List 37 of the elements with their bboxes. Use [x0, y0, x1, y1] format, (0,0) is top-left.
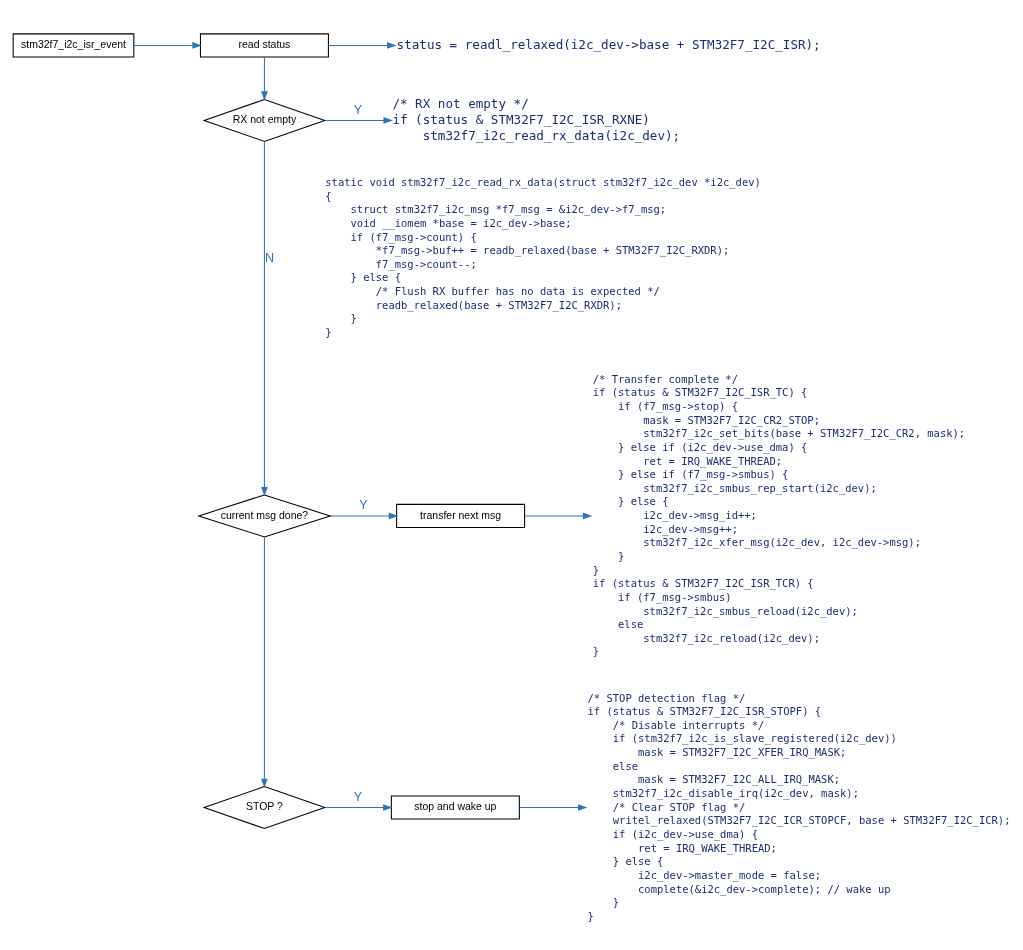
label: readb_relaxed(base + STM32F7_I2C_RXDR);: [375, 298, 622, 311]
node-text: /* Transfer complete */ if (status & STM32F7_I2C_ISR_TC) { if (f7_msg->stop) { mask = STM32F7_I2C_CR2_STOP; stm32f7_i2c_set_bits(base + STM32F7_I2C_CR2, mask); } else if (i2c_dev->use_dma) { ret = IRQ_WAKE_THREAD; } else if (f7_msg->smbus) { stm32f7_i2c_smbus_rep_start(i2c_dev); } else { i2c_dev->msg_id++; i2c_dev->msg++; stm32f7_i2c_xfer_msg(i2c_dev, i2c_dev->msg); } } if (status & STM32F7_I2C_ISR_TCR) { if (f7_msg->smbus) stm32f7_i2c_smbus_reload(i2c_dev); else stm32f7_i2c_reload(i2c_dev); }: [592, 372, 965, 658]
label: *f7_msg->buf++ = readb_relaxed(base + STM32F7_I2C_RXDR);: [375, 244, 729, 257]
node-text: /* RX not empty */ if (status & STM32F7_I2C_ISR_RXNE) stm32f7_i2c_read_rx_data(i2c_dev);: [391, 96, 680, 143]
label: }: [324, 326, 332, 339]
label: if (f7_msg->count) {: [350, 230, 477, 243]
edge-label: Y: [353, 789, 362, 804]
arrow: [132, 42, 202, 49]
label: }: [350, 312, 357, 325]
node-diamond: current msg done?: [196, 494, 332, 538]
edge-label: Y: [358, 498, 368, 513]
label: struct stm32f7_i2c_msg *f7_msg = &i2c_dev->f7_msg;: [350, 203, 666, 216]
node-diamond: STOP ?: [202, 786, 326, 830]
label: void __iomem *base = i2c_dev->base;: [350, 216, 571, 229]
arrow: [260, 536, 268, 789]
label: f7_msg->count--;: [375, 257, 477, 270]
node-box: stop and wake up: [390, 795, 520, 820]
arrow: [329, 512, 398, 520]
arrow: [260, 141, 268, 497]
edge-label: N: [264, 250, 274, 265]
node-box: stm32f7_i2c_isr_event: [12, 33, 134, 58]
node-text: status = readl_relaxed(i2c_dev->base + STM32F7_I2C_ISR);: [396, 37, 821, 53]
label: {: [324, 189, 332, 202]
label: } else {: [350, 271, 401, 284]
arrow: [327, 42, 396, 49]
arrow: [323, 804, 393, 811]
arrow: [260, 56, 268, 101]
label: static void stm32f7_i2c_read_rx_data(struct stm32f7_i2c_dev *i2c_dev): [324, 176, 761, 188]
node-box: transfer next msg: [395, 503, 525, 528]
label: /* Flush RX buffer has no data is expected */: [375, 285, 660, 298]
node-diamond: RX not empty: [202, 98, 326, 142]
arrow: [323, 117, 393, 124]
node-box: read status: [199, 33, 329, 58]
arrow: [523, 512, 592, 520]
node-text: /* STOP detection flag */ if (status & STM32F7_I2C_ISR_STOPF) { /* Disable interrupts */ if (stm32f7_i2c_is_slave_registered(i2c_dev)) mask = STM32F7_I2C_XFER_IRQ_MASK; else mask = STM32F7_I2C_ALL_IRQ_MASK; stm32f7_i2c_disable_irq(i2c_dev, mask); /* Clear STOP flag */ writel_relaxed(STM32F7_I2C_ICR_STOPCF, base + STM32F7_I2C_ICR); if (i2c_dev->use_dma) { ret = IRQ_WAKE_THREAD; } else { i2c_dev->master_mode = false; complete(&i2c_dev->complete); // wake up } }: [587, 691, 1010, 922]
arrow: [518, 804, 587, 811]
edge-label: Y: [353, 102, 362, 117]
